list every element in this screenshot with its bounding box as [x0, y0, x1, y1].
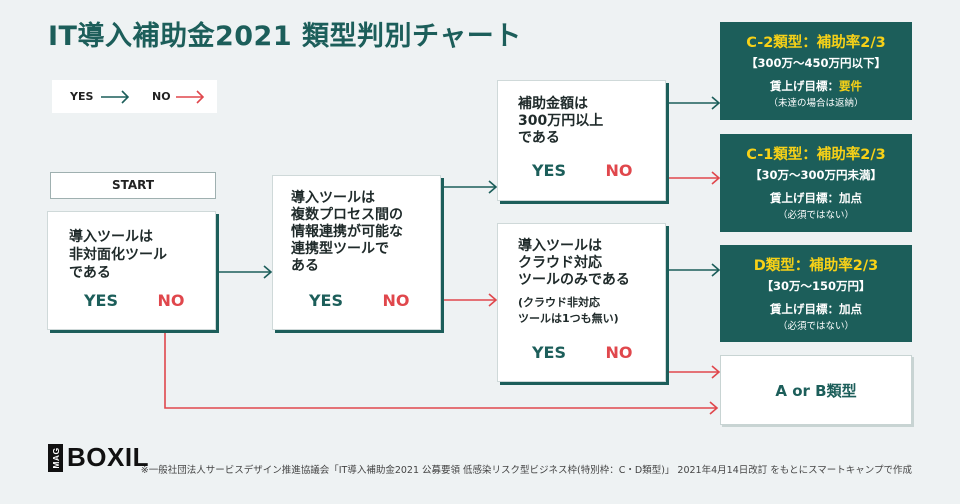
result-wage: 賃上げ目標：要件 — [720, 78, 912, 94]
yes-label: YES — [83, 291, 119, 310]
decision-box-non-contact: 導入ツールは 非対面化ツール である YES NO — [47, 211, 216, 330]
logo-brand: BOXIL — [67, 442, 149, 472]
decision-box-cloud: 導入ツールは クラウド対応 ツールのみである (クラウド非対応 ツールは1つも無… — [497, 223, 666, 382]
legend: YES NO — [52, 80, 217, 113]
yes-label: YES — [531, 161, 567, 180]
no-label: NO — [157, 291, 185, 310]
decision-box-amount: 補助金額は 300万円以上 である YES NO — [497, 80, 666, 201]
page-title: IT導入補助金2021 類型判別チャート — [48, 21, 522, 52]
result-box-d: D類型：補助率2/3 【30万～150万円】 賃上げ目標：加点 （必須ではない） — [720, 245, 912, 342]
result-title: C-1類型：補助率2/3 — [746, 147, 886, 163]
decision-note: (クラウド非対応 ツールは1つも無い) — [518, 296, 619, 325]
wage-value: 要件 — [839, 79, 862, 93]
no-label: NO — [605, 161, 633, 180]
result-range: 【30万～300万円未満】 — [749, 168, 882, 182]
result-range: 【300万～450万円以下】 — [745, 56, 886, 70]
start-label: START — [50, 172, 216, 199]
result-box-c1: C-1類型：補助率2/3 【30万～300万円未満】 賃上げ目標：加点 （必須で… — [720, 134, 912, 232]
legend-no-arrow-icon — [176, 90, 205, 104]
wage-label: 賃上げ目標： — [770, 79, 839, 93]
result-note: （必須ではない） — [777, 321, 854, 332]
legend-arrows — [101, 90, 205, 104]
decision-box-integration: 導入ツールは 複数プロセス間の 情報連携が可能な 連携型ツールで ある YES … — [272, 175, 441, 330]
result-box-c2: C-2類型：補助率2/3 【300万～450万円以下】 賃上げ目標：要件 （未達… — [720, 22, 912, 120]
result-note: （必須ではない） — [777, 210, 854, 221]
result-wage: 賃上げ目標：加点 — [720, 190, 912, 206]
result-note: （未達の場合は返納） — [768, 98, 864, 109]
logo-mag-badge: MAG — [48, 444, 63, 472]
no-arrow-q1-to-aorb — [164, 330, 719, 415]
result-title: C-2類型：補助率2/3 — [746, 35, 886, 51]
wage-label: 賃上げ目標： — [770, 191, 839, 205]
decision-question: 補助金額は 300万円以上 である — [518, 96, 604, 146]
wage-label: 賃上げ目標： — [770, 302, 839, 316]
result-box-a-or-b: A or B類型 — [720, 355, 912, 425]
legend-no-label: NO — [152, 90, 171, 103]
logo-mag-text: MAG — [50, 447, 61, 469]
wage-value: 加点 — [839, 302, 862, 316]
wage-value: 加点 — [839, 191, 862, 205]
legend-yes-label: YES — [70, 90, 94, 103]
yes-label: YES — [531, 343, 567, 362]
source-footnote: ※一般社団法人サービスデザイン推進協議会「IT導入補助金2021 公募要領 低感… — [140, 465, 912, 476]
legend-yes-arrow-icon — [101, 90, 130, 104]
decision-question: 導入ツールは クラウド対応 ツールのみである — [518, 238, 630, 288]
decision-question: 導入ツールは 非対面化ツール である — [69, 229, 167, 281]
no-label: NO — [605, 343, 633, 362]
decision-question: 導入ツールは 複数プロセス間の 情報連携が可能な 連携型ツールで ある — [291, 190, 403, 274]
result-range: 【30万～150万円】 — [761, 279, 871, 293]
yes-label: YES — [308, 291, 344, 310]
result-title: A or B類型 — [775, 381, 857, 400]
no-label: NO — [382, 291, 410, 310]
result-wage: 賃上げ目標：加点 — [720, 301, 912, 317]
result-title: D類型：補助率2/3 — [753, 258, 879, 274]
